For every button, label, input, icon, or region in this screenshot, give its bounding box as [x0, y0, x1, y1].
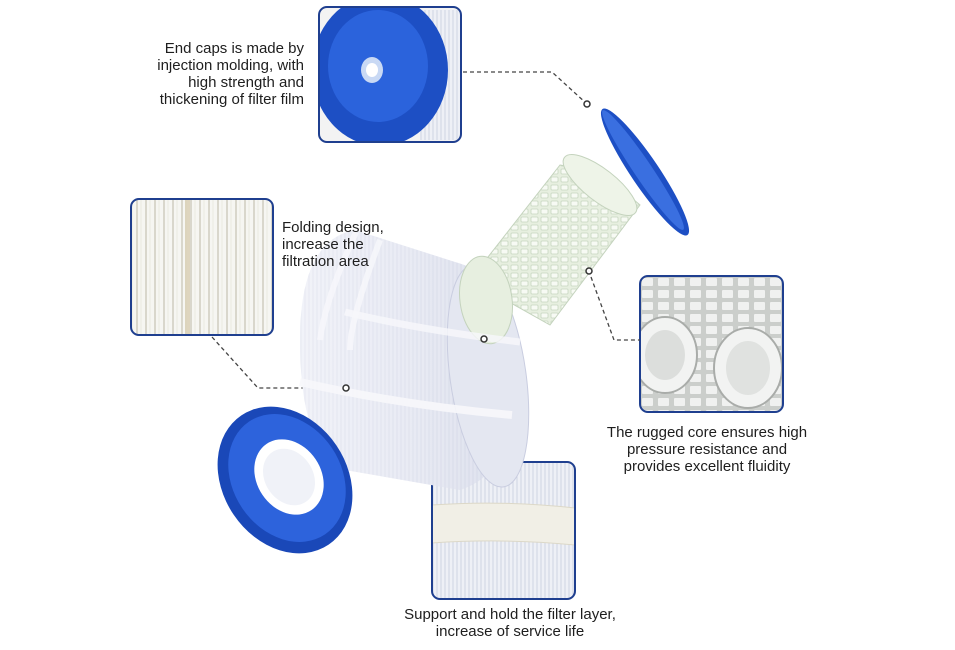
leader-endpoints: [342, 100, 593, 392]
end-caps-caption: End caps is made by injection molding, w…: [157, 40, 304, 108]
end-caps-caption-line: End caps is made by: [164, 40, 304, 57]
support-layer-caption: Support and hold the filter layer, incre…: [360, 606, 660, 640]
end-cap-photo-frame: [318, 6, 462, 143]
rugged-core-caption: The rugged core ensures high pressure re…: [578, 424, 836, 475]
support-caption-line: Support and hold the filter layer,: [404, 606, 616, 623]
folding-caption-line: increase the: [282, 236, 364, 253]
support-caption-line: increase of service life: [435, 623, 585, 640]
end-caps-caption-line: high strength and: [188, 74, 304, 91]
folding-caption-line: Folding design,: [282, 219, 384, 236]
top-end-cap-disc: [600, 108, 690, 236]
pleated-media-photo-frame: [130, 198, 274, 336]
end-caps-caption-line: thickening of filter film: [159, 91, 304, 108]
pleated-cartridge: [299, 230, 530, 490]
core-caption-line: pressure resistance and: [626, 441, 788, 458]
bottom-end-cap: [217, 406, 353, 554]
end-caps-caption-line: injection molding, with: [157, 57, 304, 74]
core-caption-line: provides excellent fluidity: [623, 458, 791, 475]
folding-design-caption: Folding design, increase the filtration …: [282, 219, 384, 270]
core-tubes-photo-frame: [639, 275, 784, 413]
pleated-media-photo-icon: [131, 199, 273, 335]
core-mesh-tube: [469, 154, 641, 326]
core-caption-line: The rugged core ensures high: [606, 424, 808, 441]
folding-caption-line: filtration area: [282, 253, 369, 270]
